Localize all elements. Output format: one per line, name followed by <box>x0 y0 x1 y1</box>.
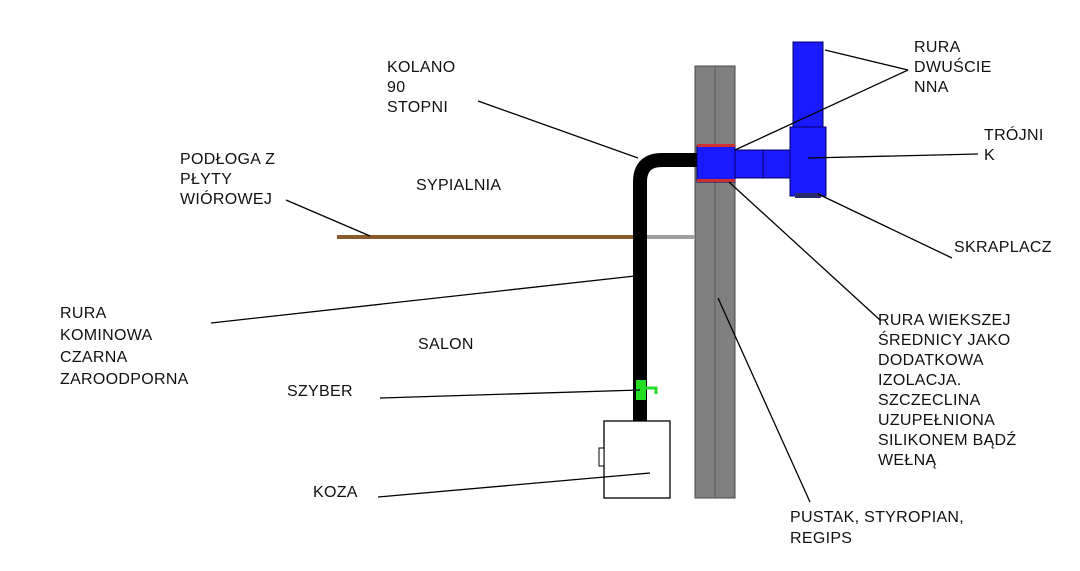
leader-wall <box>717 297 811 503</box>
label-sleeve-line: SZCZECLINA <box>878 392 981 409</box>
label-condensate-line: SKRAPLACZ <box>954 239 1052 256</box>
label-damper-line: SZYBER <box>287 383 353 400</box>
floor-board <box>337 235 637 239</box>
leader-condensate <box>817 193 953 259</box>
label-floor-line: PODŁOGA Z <box>180 151 275 168</box>
label-sleeve: RURA WIEKSZEJ ŚREDNICY JAKO DODATKOWA IZ… <box>878 312 1021 469</box>
connector-pipe-1 <box>734 149 764 179</box>
label-double-wall-line: RURA <box>914 39 961 56</box>
label-sleeve-line: UZUPEŁNIONA <box>878 412 995 429</box>
leader-damper <box>379 389 641 399</box>
label-sleeve-line: RURA WIEKSZEJ <box>878 312 1011 329</box>
label-stove-line: KOZA <box>313 484 358 501</box>
leader-tee <box>807 153 979 159</box>
label-chimney-pipe-line: RURA <box>60 305 107 322</box>
label-double-wall-pipe: RURA DWUŚCIE NNA <box>914 39 996 96</box>
leader-chimney-pipe <box>210 275 636 324</box>
leader-stove <box>377 472 651 498</box>
wall <box>694 65 736 499</box>
label-condensate: SKRAPLACZ <box>954 239 1052 256</box>
room-label-bedroom: SYPIALNIA <box>416 177 501 194</box>
label-damper: SZYBER <box>287 383 353 400</box>
floor <box>337 235 695 239</box>
label-floor: PODŁOGA Z PŁYTY WIÓROWEJ <box>180 151 280 208</box>
label-double-wall-line: NNA <box>914 79 949 96</box>
damper <box>636 380 658 400</box>
label-sleeve-line: DODATKOWA <box>878 352 984 369</box>
sleeve-seal-top <box>697 144 735 147</box>
leader-elbow <box>477 100 639 159</box>
label-elbow-line: KOLANO <box>387 59 456 76</box>
leader-floor <box>285 199 371 237</box>
label-wall-line: PUSTAK, STYROPIAN, <box>790 509 964 526</box>
label-elbow: KOLANO 90 STOPNI <box>387 59 460 116</box>
label-stove: KOZA <box>313 484 358 501</box>
stove-handle <box>598 447 605 467</box>
sleeve-seal-bottom <box>697 179 735 182</box>
label-chimney-pipe: RURA KOMINOWA CZARNA ZAROODPORNA <box>60 305 189 388</box>
label-sleeve-line: WEŁNĄ <box>878 452 936 469</box>
connector-pipe-2 <box>762 149 794 179</box>
leader-lines <box>210 49 979 503</box>
stove <box>598 420 671 499</box>
label-tee-line: TRÓJNI <box>984 125 1044 144</box>
leader-double-wall-b <box>734 69 909 151</box>
double-wall-pipe <box>792 41 824 130</box>
label-floor-line: PŁYTY <box>180 171 232 188</box>
damper-body <box>636 380 646 400</box>
label-sleeve-line: IZOLACJA. <box>878 372 962 389</box>
floor-through-wall <box>645 235 695 239</box>
wall-sleeve-pipe <box>696 145 736 183</box>
label-wall: PUSTAK, STYROPIAN, REGIPS <box>790 509 969 547</box>
label-sleeve-line: SILIKONEM BĄDŹ <box>878 430 1016 449</box>
label-chimney-pipe-line: ZAROODPORNA <box>60 371 189 388</box>
damper-handle <box>646 386 658 394</box>
blue-pipes <box>696 41 827 198</box>
label-chimney-pipe-line: CZARNA <box>60 349 128 366</box>
label-elbow-line: STOPNI <box>387 99 448 116</box>
leader-sleeve <box>728 181 881 321</box>
label-elbow-line: 90 <box>387 79 405 96</box>
label-chimney-pipe-line: KOMINOWA <box>60 327 152 344</box>
label-double-wall-line: DWUŚCIE <box>914 57 992 76</box>
stove-body <box>603 420 671 499</box>
leader-double-wall-a <box>824 49 909 71</box>
tee-fitting <box>789 126 827 197</box>
condensate-trap <box>795 193 821 198</box>
label-tee-line: K <box>984 147 995 164</box>
black-chimney-pipe <box>633 153 700 425</box>
label-tee: TRÓJNI K <box>984 125 1048 164</box>
label-floor-line: WIÓROWEJ <box>180 189 272 208</box>
label-sleeve-line: ŚREDNICY JAKO <box>878 330 1011 349</box>
room-label-living-room: SALON <box>418 336 474 353</box>
label-wall-line: REGIPS <box>790 530 852 547</box>
